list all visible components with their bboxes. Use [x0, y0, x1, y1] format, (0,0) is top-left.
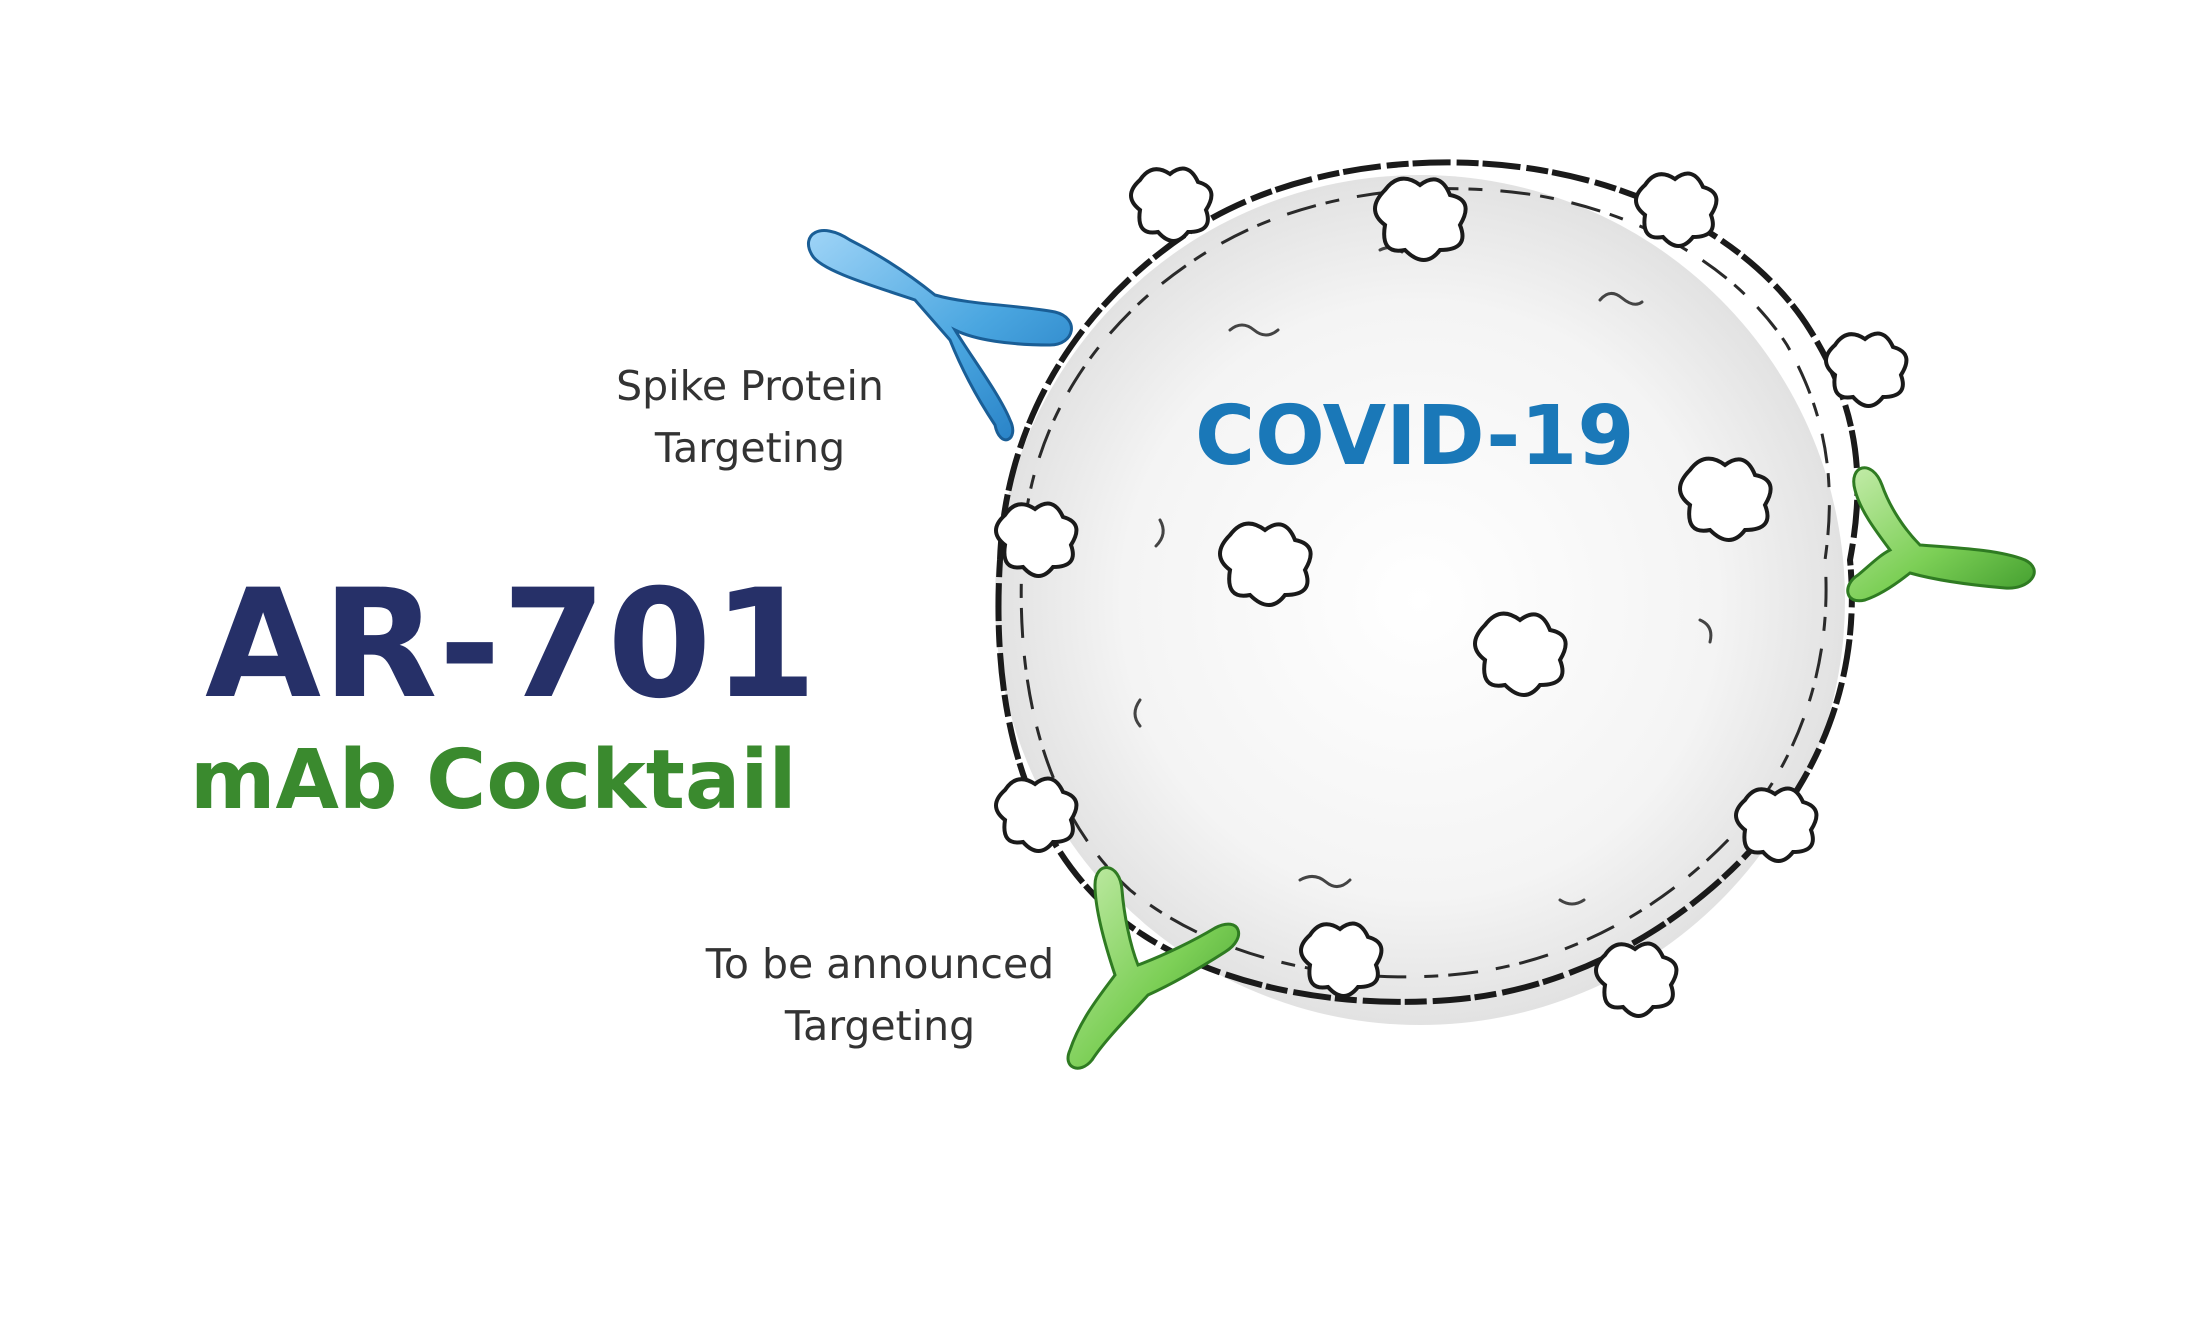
tba-targeting-callout: To be announced Targeting [675, 933, 1085, 1057]
green-antibody-icon [1066, 866, 1241, 1070]
spike-targeting-callout: Spike Protein Targeting [600, 355, 900, 479]
virus-body [994, 159, 1909, 1025]
drug-subtitle: mAb Cocktail [190, 733, 797, 828]
virus-label: COVID-19 [1195, 389, 1635, 484]
callout-line: Targeting [654, 424, 846, 472]
drug-name: AR-701 [205, 558, 818, 732]
callout-line: Spike Protein [616, 362, 884, 410]
callout-line: Targeting [784, 1002, 976, 1050]
blue-antibody-icon [806, 229, 1073, 442]
callout-line: To be announced [705, 940, 1055, 988]
green-antibody-icon [1846, 466, 2036, 603]
